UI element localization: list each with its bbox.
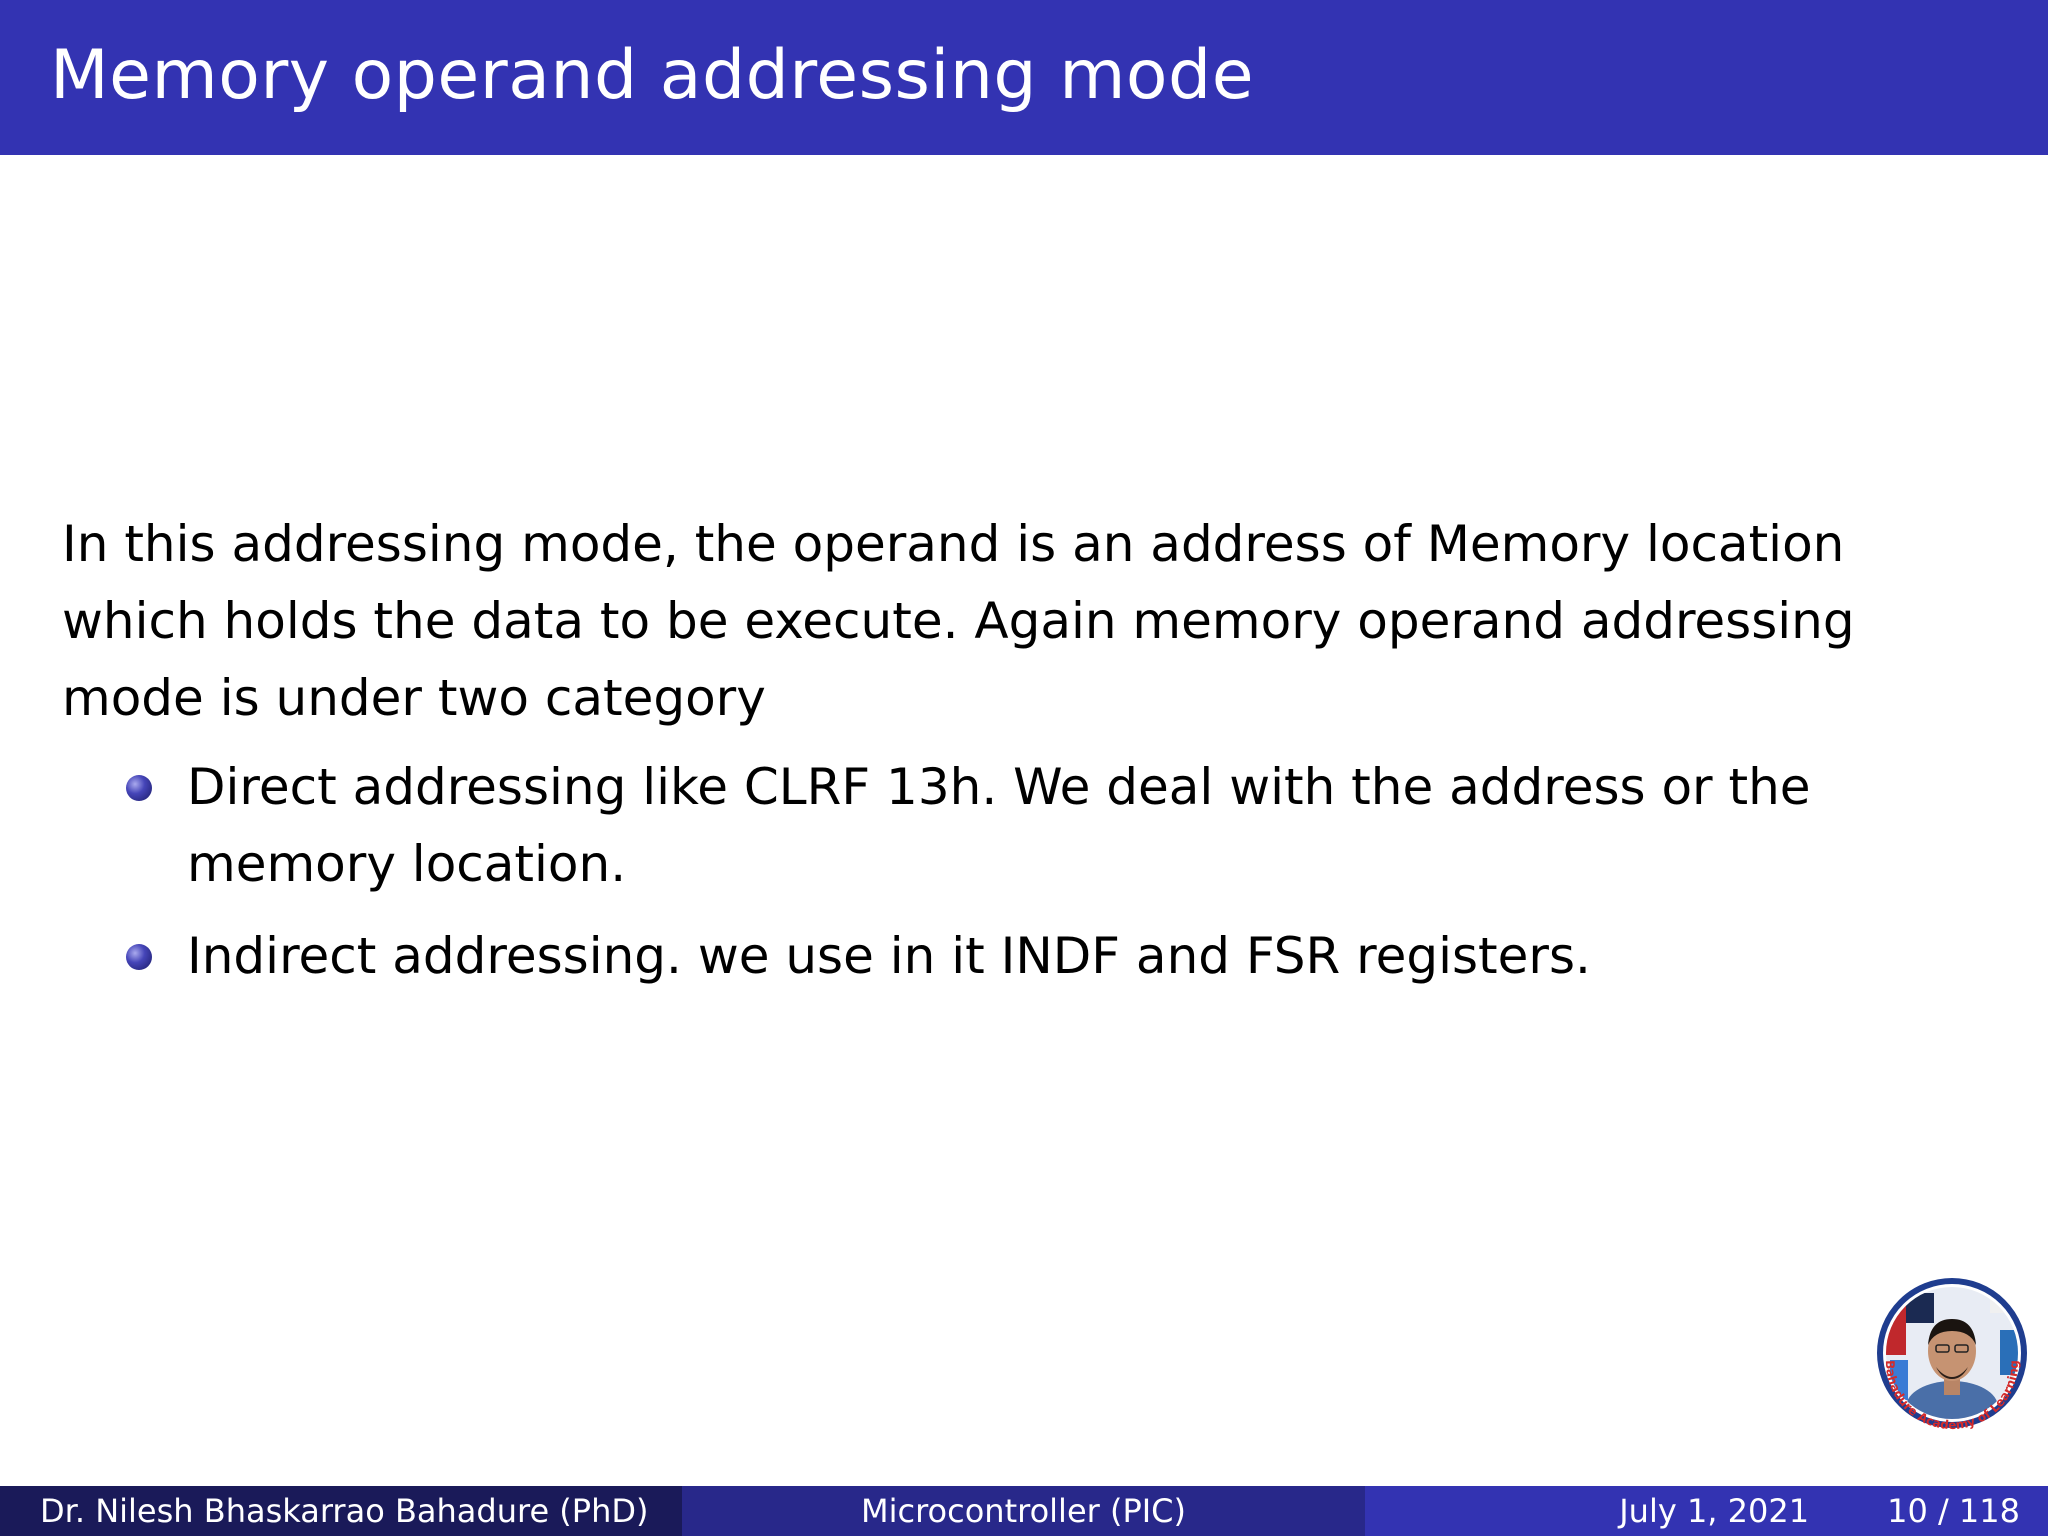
portrait-logo-icon: Bahadure Academy of Learning: [1870, 1275, 2035, 1440]
author-name: Dr. Nilesh Bhaskarrao Bahadure (PhD): [40, 1492, 649, 1530]
footer-author: Dr. Nilesh Bhaskarrao Bahadure (PhD): [0, 1486, 682, 1536]
bullet-item: Indirect addressing. we use in it INDF a…: [62, 918, 1902, 995]
intro-paragraph: In this addressing mode, the operand is …: [62, 515, 1855, 727]
course-name: Microcontroller (PIC): [861, 1492, 1186, 1530]
bullet-item: Direct addressing like CLRF 13h. We deal…: [62, 749, 1902, 903]
footer-bar: Dr. Nilesh Bhaskarrao Bahadure (PhD) Mic…: [0, 1486, 2048, 1536]
bullet-text: Direct addressing like CLRF 13h. We deal…: [187, 758, 1811, 893]
presentation-date: July 1, 2021: [1619, 1492, 1810, 1530]
page-number: 10 / 118: [1887, 1492, 2020, 1530]
footer-date-page: July 1, 2021 10 / 118: [1365, 1486, 2048, 1536]
slide-title: Memory operand addressing mode: [50, 36, 1255, 115]
bullet-icon: [126, 944, 152, 970]
title-bar: Memory operand addressing mode: [0, 0, 2048, 155]
bullet-list: Direct addressing like CLRF 13h. We deal…: [62, 749, 1902, 995]
footer-course: Microcontroller (PIC): [682, 1486, 1365, 1536]
slide-content: In this addressing mode, the operand is …: [62, 506, 1902, 1010]
bullet-icon: [126, 775, 152, 801]
bullet-text: Indirect addressing. we use in it INDF a…: [187, 927, 1591, 985]
